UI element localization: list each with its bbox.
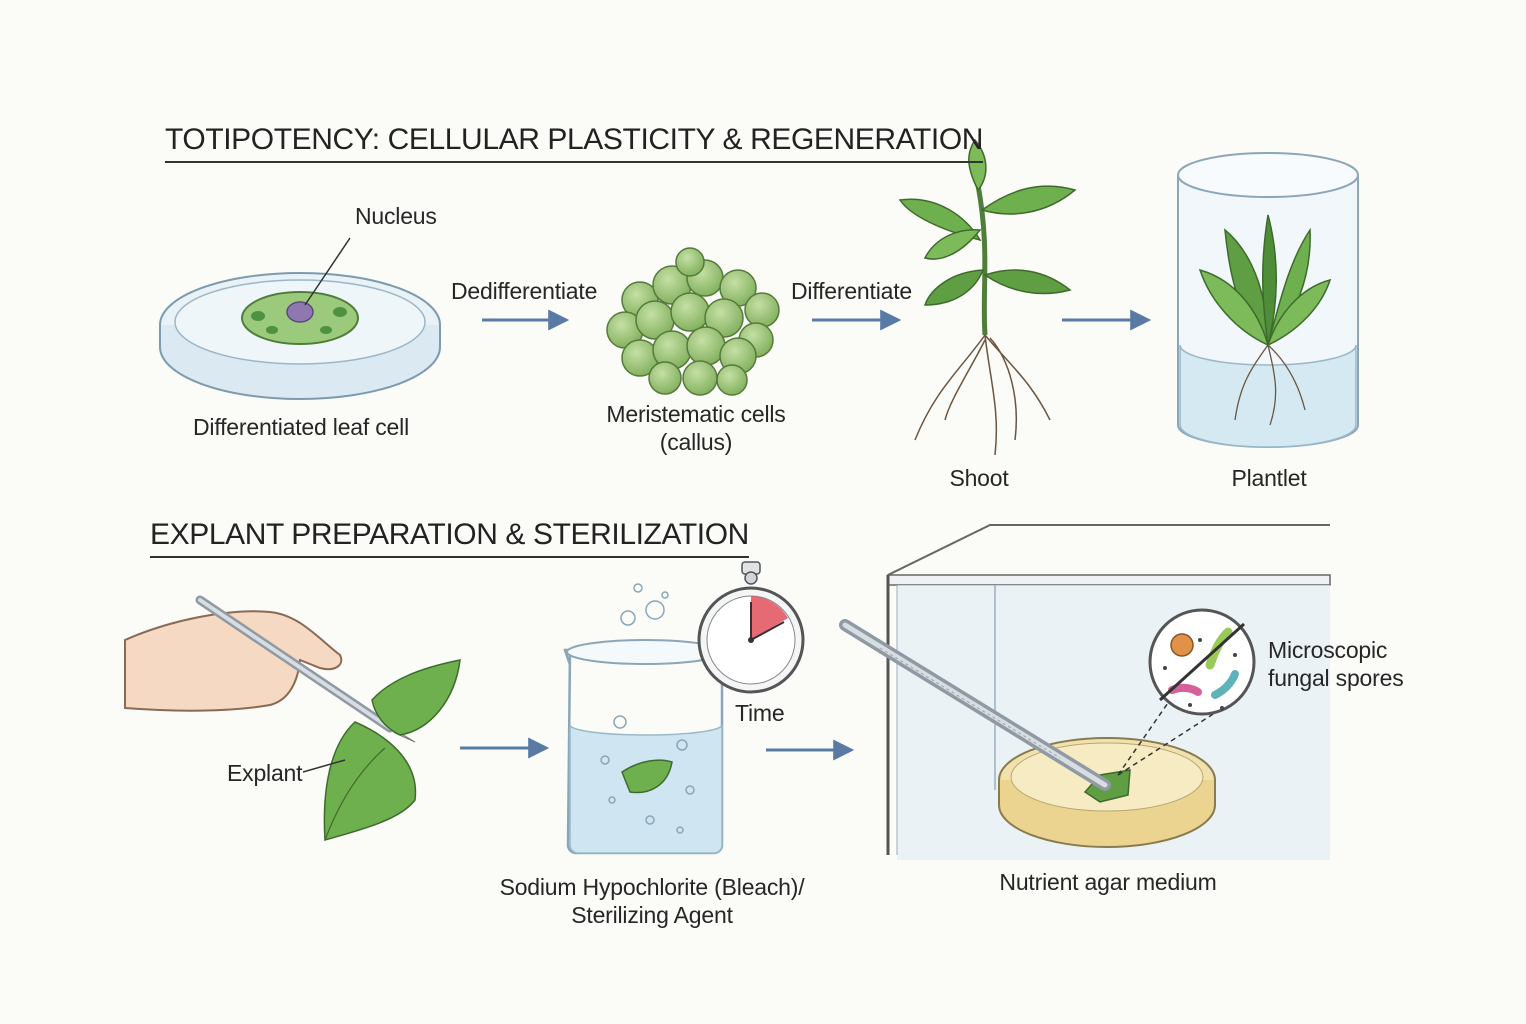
forceps <box>839 619 1111 791</box>
label-differentiated-leaf-cell: Differentiated leaf cell <box>193 414 409 440</box>
label-shoot: Shoot <box>949 465 1009 491</box>
shoot-plant <box>898 138 1077 456</box>
nucleus-pointer <box>304 237 351 306</box>
label-meristematic-cells: Meristematic cells (callus) <box>606 400 785 456</box>
label-agent-line2: Sterilizing Agent <box>571 902 733 928</box>
label-time: Time <box>735 700 785 726</box>
label-nutrient-agar: Nutrient agar medium <box>999 869 1217 895</box>
hand-with-scalpel <box>124 595 416 743</box>
label-explant: Explant <box>227 760 303 786</box>
callus-cluster <box>606 247 780 396</box>
heading-explant-preparation: EXPLANT PREPARATION & STERILIZATION <box>150 518 749 558</box>
label-spores-line1: Microscopic <box>1268 637 1388 663</box>
label-agent-line1: Sodium Hypochlorite (Bleach)/ <box>499 874 805 900</box>
leaf-pieces <box>302 659 461 841</box>
label-dedifferentiate: Dedifferentiate <box>451 278 598 304</box>
culture-jar-plantlet <box>1177 152 1359 448</box>
nucleus-shape <box>286 301 314 323</box>
label-plantlet: Plantlet <box>1231 465 1307 491</box>
explant-pointer <box>302 759 346 773</box>
stopwatch-icon <box>697 561 805 694</box>
label-sterilizing-agent: Sodium Hypochlorite (Bleach)/ Sterilizin… <box>500 873 805 929</box>
label-meristematic-line1: Meristematic cells <box>606 401 786 427</box>
label-nucleus: Nucleus <box>355 203 437 229</box>
petri-dish-agar <box>998 737 1216 848</box>
label-meristematic-line2: (callus) <box>659 429 733 455</box>
heading-totipotency: TOTIPOTENCY: CELLULAR PLASTICITY & REGEN… <box>165 123 983 163</box>
label-spores-line2: fungal spores <box>1268 665 1404 691</box>
beaker-sterilizing-agent <box>563 583 724 855</box>
label-differentiate: Differentiate <box>791 278 912 304</box>
magnifier-spores <box>1117 608 1256 776</box>
label-fungal-spores: Microscopic fungal spores <box>1268 636 1404 692</box>
petri-dish-leaf-cell <box>159 237 441 400</box>
